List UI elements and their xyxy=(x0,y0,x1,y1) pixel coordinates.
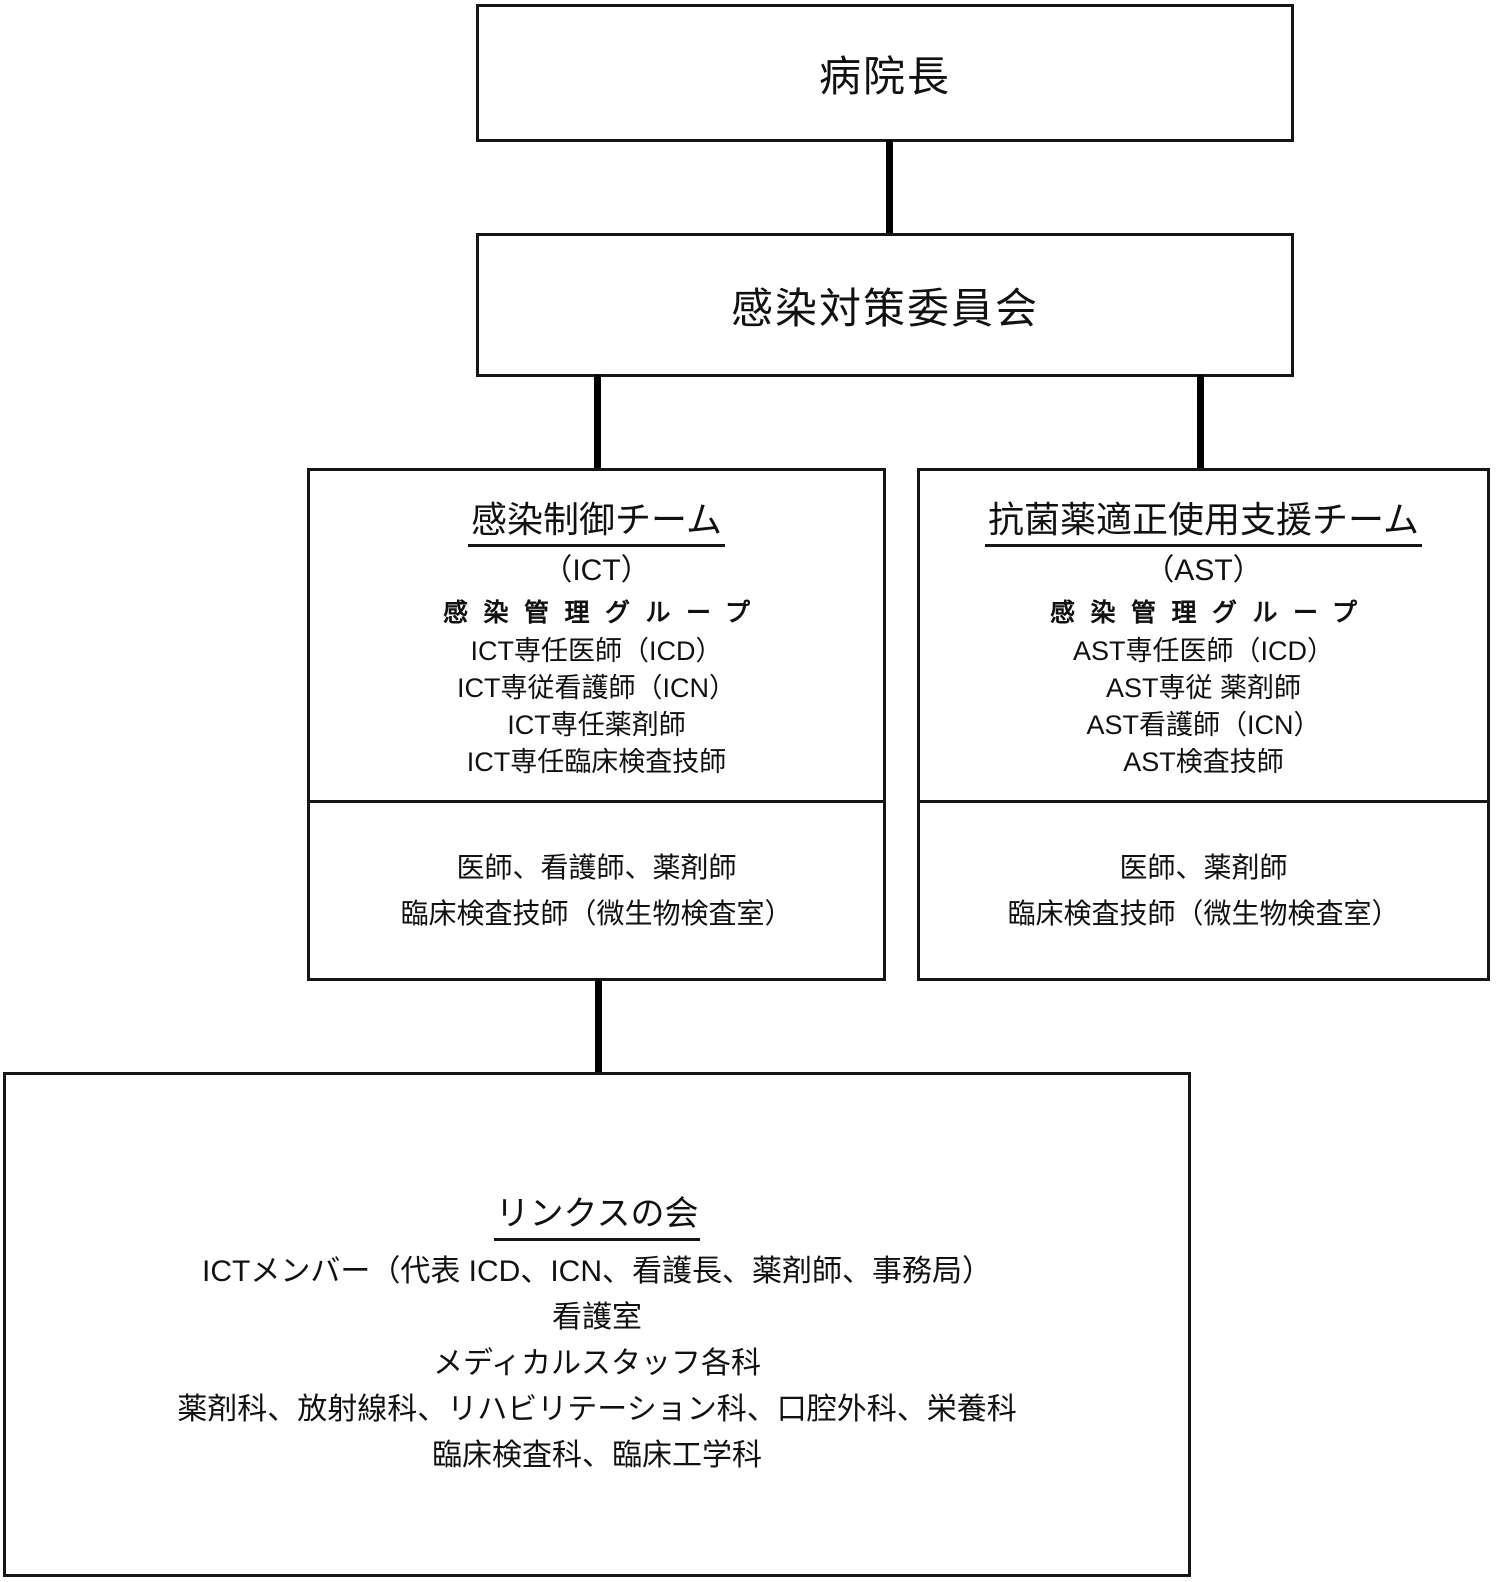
connector-committee-ast xyxy=(1197,375,1204,470)
ast-member: AST専従 薬剤師 xyxy=(1105,673,1301,703)
connector-committee-ict xyxy=(594,375,601,470)
ict-abbr: （ICT） xyxy=(542,554,651,587)
ict-member: ICT専従看護師（ICN） xyxy=(457,673,736,703)
ast-team-box: 抗菌薬適正使用支援チーム （AST） 感染管理グループ AST専任医師（ICD）… xyxy=(917,468,1490,981)
links-line: ICTメンバー（代表 ICD、ICN、看護長、薬剤師、事務局） xyxy=(202,1255,992,1288)
ict-member: ICT専任臨床検査技師 xyxy=(466,747,727,777)
ast-upper-section: 抗菌薬適正使用支援チーム （AST） 感染管理グループ AST専任医師（ICD）… xyxy=(920,471,1487,800)
ast-title: 抗菌薬適正使用支援チーム xyxy=(985,497,1422,547)
ast-member: AST看護師（ICN） xyxy=(1086,710,1321,740)
director-box: 病院長 xyxy=(476,4,1294,142)
committee-title: 感染対策委員会 xyxy=(730,284,1039,332)
ast-lower-line: 臨床検査技師（微生物検査室） xyxy=(1007,897,1400,929)
links-line: メディカルスタッフ各科 xyxy=(433,1347,761,1380)
connector-director-committee xyxy=(886,140,893,235)
ict-lower-section: 医師、看護師、薬剤師 臨床検査技師（微生物検査室） xyxy=(310,800,883,978)
links-title: リンクスの会 xyxy=(493,1191,701,1241)
links-box: リンクスの会 ICTメンバー（代表 ICD、ICN、看護長、薬剤師、事務局） 看… xyxy=(3,1072,1191,1577)
connector-ict-links xyxy=(595,979,602,1074)
ast-lower-section: 医師、薬剤師 臨床検査技師（微生物検査室） xyxy=(920,800,1487,978)
ict-upper-section: 感染制御チーム （ICT） 感染管理グループ ICT専任医師（ICD） ICT専… xyxy=(310,471,883,800)
ict-group-label: 感染管理グループ xyxy=(442,599,766,627)
links-line: 看護室 xyxy=(552,1301,642,1334)
ast-lower-line: 医師、薬剤師 xyxy=(1119,851,1288,883)
links-line: 臨床検査科、臨床工学科 xyxy=(432,1439,762,1472)
ict-lower-line: 臨床検査技師（微生物検査室） xyxy=(400,897,793,929)
director-title: 病院長 xyxy=(818,52,951,100)
committee-box: 感染対策委員会 xyxy=(476,233,1294,377)
ast-member: AST専任医師（ICD） xyxy=(1072,636,1334,666)
ict-team-box: 感染制御チーム （ICT） 感染管理グループ ICT専任医師（ICD） ICT専… xyxy=(307,468,886,981)
ict-lower-line: 医師、看護師、薬剤師 xyxy=(456,851,737,883)
ast-member: AST検査技師 xyxy=(1123,747,1284,777)
links-line: 薬剤科、放射線科、リハビリテーション科、口腔外科、栄養科 xyxy=(177,1393,1017,1426)
ast-abbr: （AST） xyxy=(1144,554,1263,587)
ast-group-label: 感染管理グループ xyxy=(1049,599,1373,627)
ict-member: ICT専任薬剤師 xyxy=(507,710,686,740)
ict-member: ICT専任医師（ICD） xyxy=(470,636,723,666)
ict-title: 感染制御チーム xyxy=(468,497,725,547)
